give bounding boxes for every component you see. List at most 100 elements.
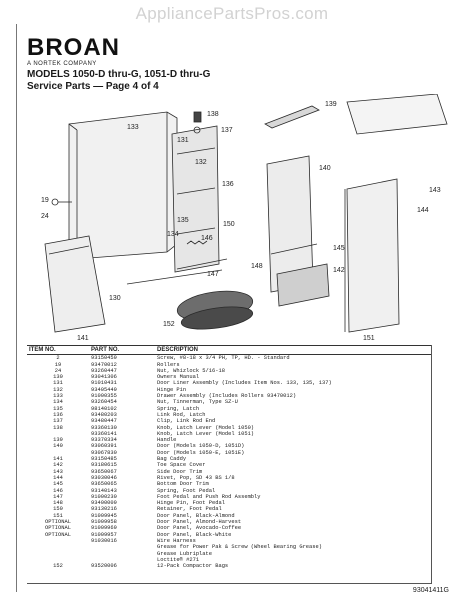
item-no-cell: 147 xyxy=(53,493,63,500)
callout: 142 xyxy=(333,267,345,274)
item-no-cell: 150 xyxy=(53,506,63,513)
part-no-cell: 93650067 xyxy=(91,468,117,475)
item-no-cell: 130 xyxy=(53,374,63,381)
part-no-cell: 93470012 xyxy=(91,361,117,368)
part-no-cell: 93520006 xyxy=(91,563,117,570)
callout: 151 xyxy=(363,335,375,340)
part-no-cell: 93480203 xyxy=(91,411,117,418)
description-cell: Bag Caddy xyxy=(157,456,187,463)
part-no-cell: 91009957 xyxy=(91,531,117,538)
description-cell: Door Liner Assembly (Includes Item Nos. … xyxy=(157,380,332,387)
callout: 147 xyxy=(207,271,219,278)
description-cell: Grease Lubriplate xyxy=(157,550,212,557)
logo-subtitle: A NORTEK COMPANY xyxy=(27,61,97,67)
table-bottom-border xyxy=(27,583,432,584)
table-row: Grease for Power Pak & Screw (Wheel Bear… xyxy=(27,544,431,550)
description-cell: Spring, Latch xyxy=(157,405,200,412)
callout: 24 xyxy=(41,213,49,220)
part-no-cell: 93370334 xyxy=(91,437,117,444)
part-no-cell: 93260447 xyxy=(91,367,117,374)
description-cell: Spring, Foot Pedal xyxy=(157,487,216,494)
callout: 144 xyxy=(417,207,429,214)
part-no-cell: 93260454 xyxy=(91,399,117,406)
item-no-cell: 139 xyxy=(53,437,63,444)
description-cell: Hinge Pin, Foot Pedal xyxy=(157,500,225,507)
table-row: 148 93400009 Hinge Pin, Foot Pedal xyxy=(27,500,431,506)
callout: 134 xyxy=(167,231,179,238)
watermark: AppliancePartsPros.com xyxy=(135,4,329,23)
description-cell: Wire Harness xyxy=(157,537,196,544)
document-number: 93041411G xyxy=(412,587,449,594)
part-no-cell: 93180615 xyxy=(91,462,117,469)
bag-caddy-141 xyxy=(44,235,106,333)
item-no-cell: 144 xyxy=(53,474,63,481)
table-row: 19 93470012 Rollers xyxy=(27,362,431,368)
header-part-no: PART NO. xyxy=(89,344,155,356)
description-cell: Rollers xyxy=(157,361,180,368)
description-cell: 12-Pack Compactor Bags xyxy=(157,563,229,570)
description-cell: Door Panel, Black-Almond xyxy=(157,512,235,519)
part-no-cell: 93405449 xyxy=(91,386,117,393)
part-no-cell: 93650065 xyxy=(91,481,117,488)
clip-137 xyxy=(193,126,201,134)
item-no-cell: OPTIONAL xyxy=(45,531,71,538)
callout: 131 xyxy=(177,137,189,144)
part-no-cell: 91009958 xyxy=(91,519,117,526)
part-no-cell: 91009945 xyxy=(91,512,117,519)
item-no-cell: 133 xyxy=(53,393,63,400)
callout: 132 xyxy=(195,159,207,166)
callout: 146 xyxy=(201,235,213,242)
item-no-cell: 152 xyxy=(53,563,63,570)
description-cell: Rivet, Pop, SD 43 BS 1/8 xyxy=(157,474,235,481)
table-header-row: ITEM NO. PART NO. DESCRIPTION xyxy=(27,344,431,356)
item-no-cell: 138 xyxy=(53,424,63,431)
part-no-cell: 91000230 xyxy=(91,493,117,500)
callout: 143 xyxy=(429,187,441,194)
item-no-cell: 151 xyxy=(53,512,63,519)
diagram-callouts: 139 138 137 133 131 132 140 136 19 24 13… xyxy=(41,101,441,340)
description-cell: Drawer Assembly (Includes Rollers 934700… xyxy=(157,393,297,400)
table-row: 151 91009945 Door Panel, Black-Almond xyxy=(27,513,431,519)
top-panel xyxy=(346,94,448,135)
part-no-cell: 91000355 xyxy=(91,393,117,400)
part-no-cell: 98140102 xyxy=(91,405,117,412)
item-no-cell: 137 xyxy=(53,418,63,425)
callout: 19 xyxy=(41,197,49,204)
part-no-cell: 93150459 xyxy=(91,355,117,362)
table-row: Loctite® #271 xyxy=(27,557,431,563)
service-parts-sheet: BROAN A NORTEK COMPANY MODELS 1050-D thr… xyxy=(16,24,455,594)
item-no-cell: 132 xyxy=(53,386,63,393)
part-no-cell: 91010431 xyxy=(91,380,117,387)
page-heading: Service Parts — Page 4 of 4 xyxy=(27,81,159,92)
table-row: 139 93370334 Handle xyxy=(27,437,431,443)
callout: 135 xyxy=(177,217,189,224)
side-door-panel-143 xyxy=(346,178,400,333)
table-row: 133 91000355 Drawer Assembly (Includes Rol… xyxy=(27,393,431,399)
callout: 145 xyxy=(333,245,345,252)
item-no-cell: 146 xyxy=(53,487,63,494)
part-no-cell: 93400009 xyxy=(91,500,117,507)
table-right-border xyxy=(431,345,432,583)
item-no-cell: 19 xyxy=(54,361,62,368)
description-cell: Screw, #8-18 x 3/4 PH, TP, HD. - Standar… xyxy=(157,355,290,362)
description-cell: Owners Manual xyxy=(157,374,200,381)
callout: 148 xyxy=(251,263,263,270)
part-no-cell: 93480447 xyxy=(91,418,117,425)
description-cell: Loctite® #271 xyxy=(157,556,200,563)
item-no-cell: OPTIONAL xyxy=(45,525,71,532)
description-cell: Nut, Whizlock 5/16-18 xyxy=(157,367,225,374)
description-cell: Handle xyxy=(157,437,177,444)
item-no-cell: 141 xyxy=(53,456,63,463)
item-no-cell: 140 xyxy=(53,443,63,450)
description-cell: Clip, Link Rod End xyxy=(157,418,216,425)
item-no-cell: 148 xyxy=(53,500,63,507)
description-cell: Knob, Latch Lever (Model 1051) xyxy=(157,430,255,437)
door-liner-131 xyxy=(171,125,220,273)
